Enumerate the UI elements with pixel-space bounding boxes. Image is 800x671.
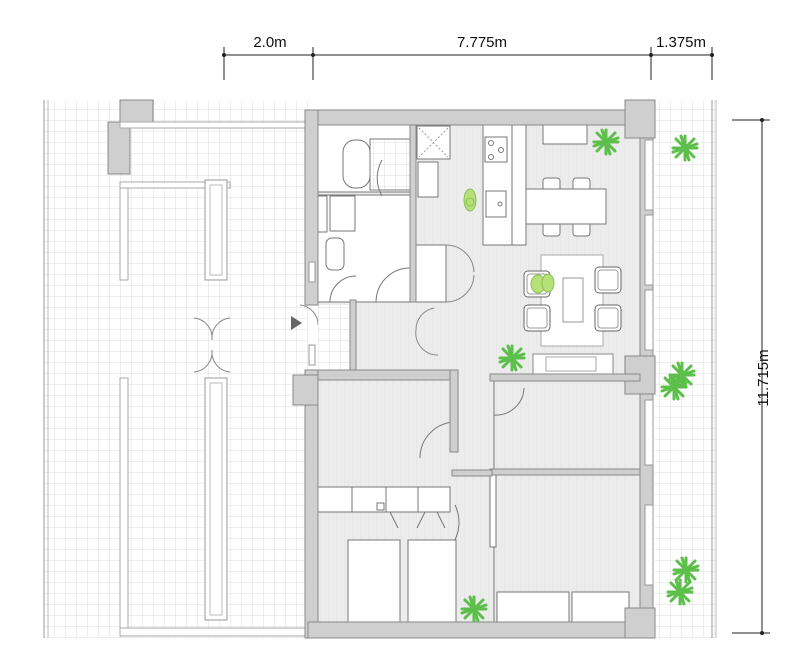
right-dimension-line <box>732 118 770 635</box>
plant-icon <box>592 128 620 156</box>
bedroom-1 <box>317 421 460 625</box>
fridge <box>417 161 439 198</box>
closet <box>415 244 447 303</box>
dimension-label-right: 1.375m <box>656 34 706 51</box>
walls <box>292 99 656 639</box>
plant-icon <box>671 134 699 162</box>
entrance-door <box>299 304 319 326</box>
plant-icon <box>672 556 700 584</box>
dimension-label-middle: 7.775m <box>457 34 507 51</box>
closet-doors <box>445 244 475 303</box>
plant-icon <box>666 578 694 606</box>
living-area <box>523 254 622 377</box>
right-terrace <box>655 100 717 638</box>
hall-door <box>415 307 439 356</box>
windows <box>308 139 654 586</box>
top-dimension-line <box>222 47 714 80</box>
bathroom <box>317 124 416 303</box>
left-terrace <box>43 99 309 638</box>
entrance-arrow-icon <box>291 316 302 330</box>
dimension-label-height: 11.715m <box>755 349 772 406</box>
dimension-label-left: 2.0m <box>253 34 286 51</box>
plant-icon <box>498 344 526 372</box>
person-cooking <box>463 188 477 212</box>
kitchen-counter <box>482 124 527 246</box>
dining-table <box>525 124 607 237</box>
washer-cross <box>418 127 449 158</box>
plant-icon <box>660 373 688 401</box>
bedroom-2 <box>489 379 641 625</box>
plant-icon <box>460 595 488 623</box>
